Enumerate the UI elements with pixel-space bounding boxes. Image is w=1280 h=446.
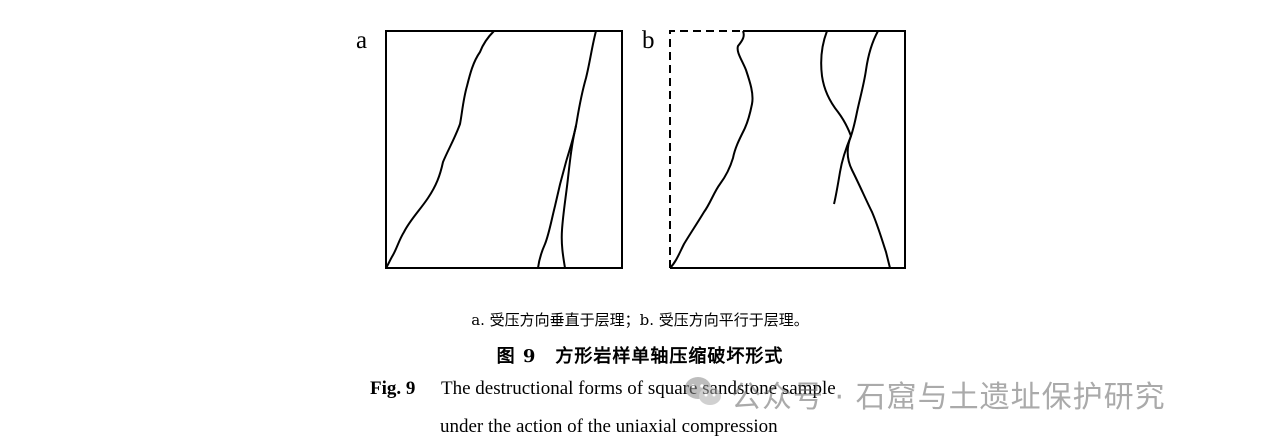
panel-b-crack-right-main: [846, 30, 891, 269]
panel-a-label: a: [356, 27, 368, 54]
panel-b-frame-dashed: [669, 30, 743, 268]
watermark: 公众号 · 石窟与土遗址保护研究: [683, 372, 1166, 416]
watermark-text: 公众号 · 石窟与土遗址保护研究: [731, 380, 1166, 415]
chinese-caption: 图 9 方形岩样单轴压缩破坏形式: [496, 346, 784, 367]
panel-a-frame: [385, 30, 623, 269]
panel-a-crack-2: [537, 30, 597, 269]
panel-b-crack-right-lower: [833, 135, 852, 205]
panel-a-crack-1: [385, 30, 495, 269]
panel-b-specimen: [669, 30, 906, 269]
figure-drawing: [385, 30, 906, 269]
english-caption-line-1: The destructional forms of square sandst…: [441, 378, 836, 399]
english-caption-line-2: under the action of the uniaxial compres…: [440, 416, 778, 437]
panel-b-label: b: [642, 27, 655, 54]
panel-a-specimen: [385, 30, 623, 269]
panel-a-crack-3: [560, 125, 577, 269]
figure-number: Fig. 9: [370, 378, 416, 399]
wechat-icon: [683, 375, 723, 413]
panel-b-crack-right-upper: [820, 30, 852, 137]
sub-caption: a. 受压方向垂直于层理；b. 受压方向平行于层理。: [471, 311, 809, 329]
panel-b-frame-solid: [670, 30, 906, 269]
panel-b-crack-left: [669, 30, 754, 269]
